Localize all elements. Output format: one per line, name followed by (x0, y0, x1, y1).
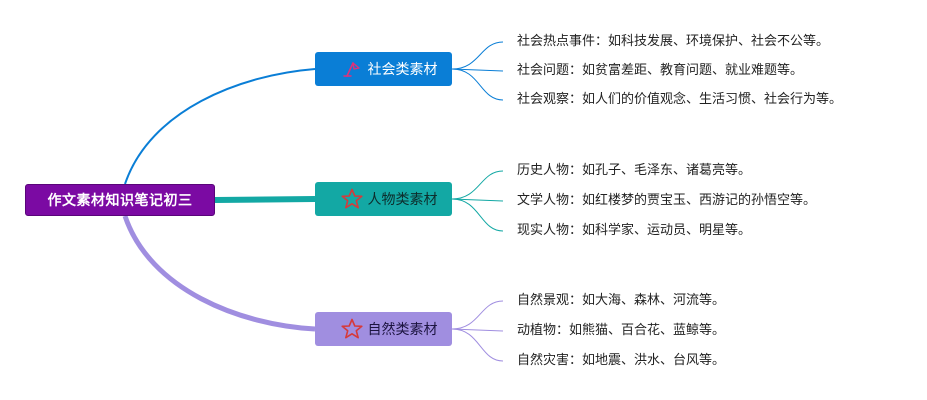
leaf-people-1[interactable]: 历史人物：如孔子、毛泽东、诸葛亮等。 (517, 163, 752, 178)
leaf-nature-3[interactable]: 自然灾害：如地震、洪水、台风等。 (517, 353, 726, 368)
leaf-social-2[interactable]: 社会问题：如贫富差距、教育问题、就业难题等。 (517, 63, 804, 78)
connector-people-leaf-2 (451, 198, 504, 202)
connector-social-leaf-1 (451, 41, 504, 70)
branch-people-label: 人物类素材 (367, 192, 438, 208)
connector-nature-leaf-3 (451, 328, 504, 362)
connector-social-leaf-2 (451, 68, 504, 72)
leaf-social-3[interactable]: 社会观察：如人们的价值观念、生活习惯、社会行为等。 (517, 92, 843, 107)
root-topic-label: 作文素材知识笔记初三 (47, 193, 193, 209)
branch-nature-label: 自然类素材 (367, 322, 438, 338)
connector-people-leaf-1 (451, 170, 504, 200)
leaf-people-3[interactable]: 现实人物：如科学家、运动员、明星等。 (517, 223, 752, 238)
star-icon (340, 318, 363, 339)
connector-nature-leaf-1 (451, 300, 504, 330)
connector-root-nature (122, 215, 316, 332)
branch-people[interactable]: 人物类素材 (315, 182, 452, 216)
connector-root-people (214, 196, 316, 203)
connector-root-social (124, 68, 316, 185)
root-topic[interactable]: 作文素材知识笔记初三 (25, 184, 215, 216)
branch-nature[interactable]: 自然类素材 (315, 312, 452, 346)
connector-people-leaf-3 (451, 198, 504, 232)
star-icon (340, 188, 363, 209)
branch-social-label: 社会类素材 (367, 62, 438, 78)
connector-social-leaf-3 (451, 68, 504, 101)
leaf-social-1[interactable]: 社会热点事件：如科技发展、环境保护、社会不公等。 (517, 34, 830, 49)
leaf-people-2[interactable]: 文学人物：如红楼梦的贾宝玉、西游记的孙悟空等。 (517, 193, 817, 208)
leaf-nature-2[interactable]: 动植物：如熊猫、百合花、蓝鲸等。 (517, 323, 726, 338)
branch-social[interactable]: 社会类素材 (315, 52, 452, 86)
leaf-nature-1[interactable]: 自然景观：如大海、森林、河流等。 (517, 293, 726, 308)
connector-nature-leaf-2 (451, 328, 504, 332)
flag-icon (342, 62, 360, 77)
